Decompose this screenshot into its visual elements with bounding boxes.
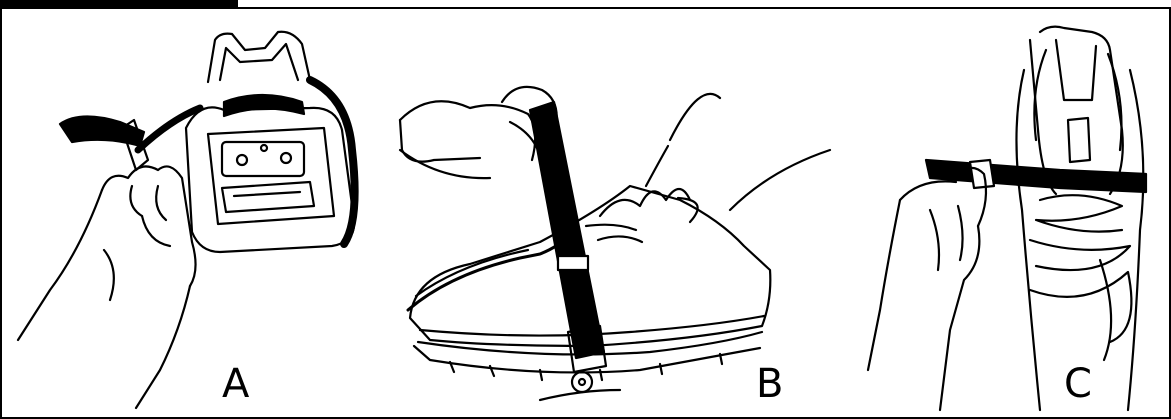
- panel-a: A: [10, 10, 380, 416]
- binding-strap-held-in-hand-illustration: [10, 10, 380, 416]
- panel-c-label: C: [1064, 364, 1092, 404]
- panel-b-label: B: [756, 364, 783, 404]
- panel-b: B: [390, 10, 850, 416]
- panel-a-label: A: [222, 364, 249, 404]
- frame-border-top: [238, 7, 1171, 9]
- panel-c: C: [860, 10, 1160, 416]
- strap-tightened-over-shoe-illustration: [390, 10, 850, 416]
- header-tab: [0, 0, 238, 9]
- strap-pulled-through-buckle-illustration: [860, 10, 1160, 416]
- frame-border-left: [0, 0, 2, 419]
